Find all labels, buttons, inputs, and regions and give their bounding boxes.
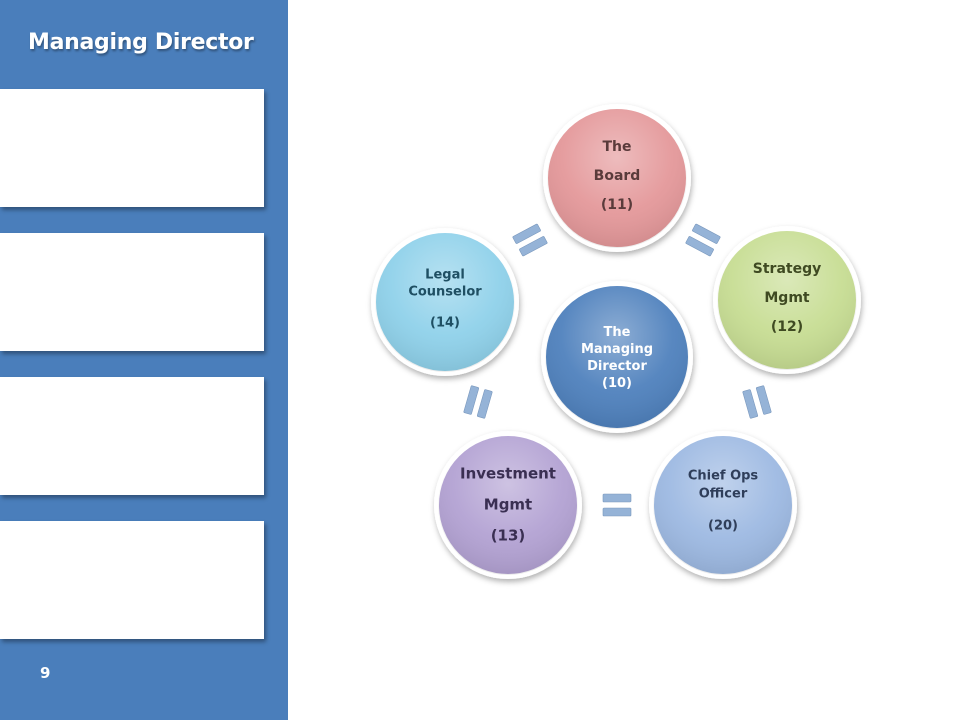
- connector-legal-board: [512, 223, 548, 257]
- node-investment-label-line-2: Mgmt: [484, 495, 532, 513]
- node-chief-ops-label-line-2: Officer: [699, 487, 748, 502]
- node-chief-ops-gloss: [653, 435, 793, 575]
- connector-chiefops-investment-bar-1: [602, 493, 632, 503]
- node-center-gloss: [545, 285, 689, 429]
- connector-chiefops-investment-bar-2: [602, 507, 632, 517]
- sidebar-panel-3: [0, 377, 264, 495]
- node-legal-label-line-1: Legal: [425, 268, 465, 283]
- connector-board-strategy-bar-1: [692, 223, 721, 244]
- node-legal-gloss: [375, 232, 515, 372]
- node-board-label-line-3: (11): [601, 197, 633, 213]
- connector-board-strategy: [685, 223, 721, 257]
- connector-legal-board-bar-1: [512, 223, 541, 244]
- node-legal-label-line-2: Counselor: [408, 285, 482, 300]
- node-board-label-line-2: Board: [594, 168, 641, 184]
- connector-board-strategy-bar-2: [685, 236, 714, 257]
- node-board-gloss: [547, 108, 687, 248]
- node-chief-ops-label-line-1: Chief Ops: [688, 469, 759, 484]
- node-strategy-gloss: [717, 230, 857, 370]
- node-legal-label-line-3: (14): [430, 316, 460, 331]
- connector-chiefops-investment: [602, 493, 632, 517]
- node-investment-label-line-3: (13): [491, 526, 526, 544]
- sidebar-title: Managing Director: [28, 30, 254, 55]
- connector-strategy-chiefops-bar-2: [742, 389, 759, 419]
- node-strategy-label-line-1: Strategy: [753, 261, 821, 277]
- node-chief-ops-label-line-3: (20): [708, 519, 738, 534]
- node-center-label-line-2: Managing: [581, 342, 653, 357]
- node-investment-gloss: [438, 435, 578, 575]
- sidebar-panel-4: [0, 521, 264, 639]
- page-number: 9: [40, 664, 51, 682]
- node-center-label-line-3: Director: [587, 359, 647, 374]
- node-center-label-line-1: The: [604, 325, 631, 340]
- sidebar: Managing Director 9: [0, 0, 288, 720]
- node-strategy-label-line-2: Mgmt: [764, 290, 810, 306]
- node-board-label-line-1: The: [602, 139, 631, 155]
- connector-strategy-chiefops: [742, 385, 772, 419]
- node-investment-label-line-1: Investment: [460, 464, 556, 482]
- connector-investment-legal-bar-1: [463, 385, 480, 415]
- connector-investment-legal: [463, 385, 493, 419]
- sidebar-panel-1: [0, 89, 264, 207]
- connectors-group: [463, 223, 772, 517]
- node-strategy-label-line-3: (12): [771, 319, 803, 335]
- node-center-label-line-4: (10): [602, 376, 632, 391]
- connector-strategy-chiefops-bar-1: [755, 385, 772, 415]
- connector-legal-board-bar-2: [519, 236, 548, 257]
- connector-investment-legal-bar-2: [476, 389, 493, 419]
- sidebar-panel-2: [0, 233, 264, 351]
